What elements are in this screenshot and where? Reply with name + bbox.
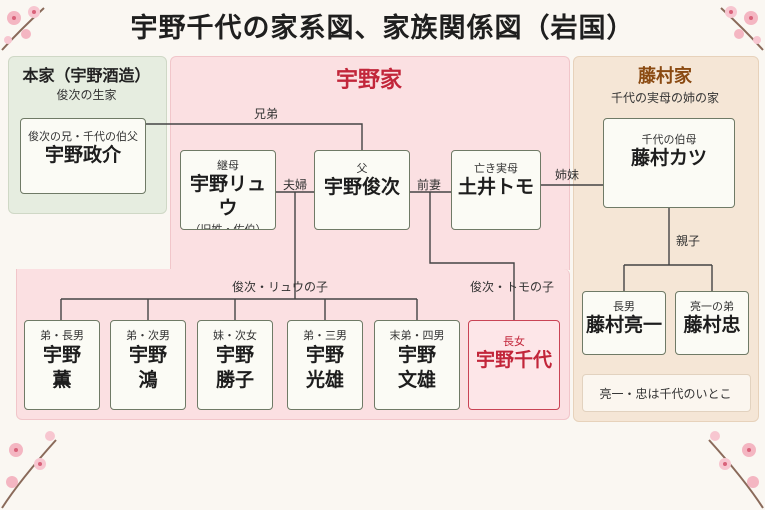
fujimura-family-title: 藤村家 — [638, 66, 692, 87]
uno-family-title: 宇野家 — [335, 68, 402, 93]
tomo-children-label: 俊次・トモの子 — [470, 280, 555, 294]
ryu-children-label: 俊次・リュウの子 — [232, 280, 329, 294]
honke-title: 本家（宇野酒造） — [22, 66, 151, 85]
page-title: 宇野千代の家系図、家族関係図（岩国） — [130, 13, 635, 44]
cherry-blossom-icon — [720, 6, 764, 51]
fujimura-family-subtitle: 千代の実母の姉の家 — [610, 91, 719, 105]
cousin-note-text: 亮一・忠は千代のいとこ — [599, 387, 732, 401]
honke-subtitle: 俊次の生家 — [56, 88, 117, 102]
couple-label: 夫婦 — [283, 178, 308, 192]
cousin-note-box — [582, 374, 751, 412]
person-uno-masasuke: 俊次の兄・千代の伯父 宇野政介 — [20, 118, 146, 194]
person-uno-ko: 弟・次男 宇野 鴻 — [110, 320, 186, 410]
brothers-line — [146, 123, 363, 150]
sisters-label: 姉妹 — [555, 168, 580, 182]
cherry-blossom-icon — [708, 431, 764, 509]
former-wife-label: 前妻 — [417, 178, 442, 192]
fujimura-family-panel — [573, 56, 759, 422]
person-doi-tomo: 亡き実母 土井トモ — [451, 150, 541, 230]
person-fujimura-tadashi: 亮一の弟 藤村忠 — [675, 291, 749, 355]
person-uno-fumio: 末弟・四男 宇野 文雄 — [374, 320, 460, 410]
person-fujimura-katsu: 千代の伯母 藤村カツ — [603, 118, 735, 208]
person-uno-shunji: 父 宇野俊次 — [314, 150, 410, 230]
person-uno-chiyo-highlight: 長女 宇野千代 — [468, 320, 560, 410]
cherry-blossom-icon — [1, 6, 45, 51]
parent-child-label: 親子 — [676, 234, 701, 248]
tomo-child-line — [429, 192, 515, 320]
person-uno-mitsuo: 弟・三男 宇野 光雄 — [287, 320, 363, 410]
person-fujimura-ryoichi: 長男 藤村亮一 — [582, 291, 666, 355]
person-uno-ryu: 継母 宇野リュウ （旧姓・佐伯） — [180, 150, 276, 230]
cherry-blossom-icon — [1, 431, 57, 509]
brothers-label: 兄弟 — [254, 107, 279, 121]
person-uno-katsuko: 妹・次女 宇野 勝子 — [197, 320, 273, 410]
person-uno-kaoru: 弟・長男 宇野 薫 — [24, 320, 100, 410]
